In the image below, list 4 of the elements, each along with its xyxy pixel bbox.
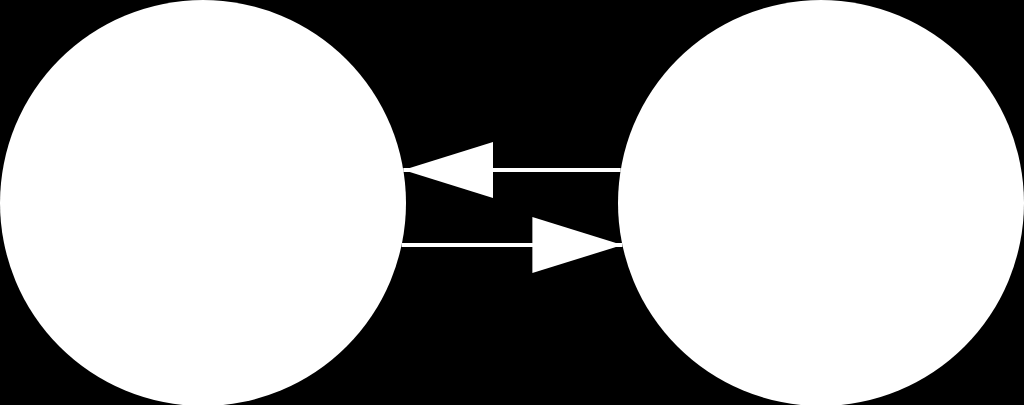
arrow <box>403 142 621 198</box>
circle-shape <box>0 0 406 405</box>
circle-shape <box>618 0 1024 405</box>
arrow <box>401 217 623 273</box>
